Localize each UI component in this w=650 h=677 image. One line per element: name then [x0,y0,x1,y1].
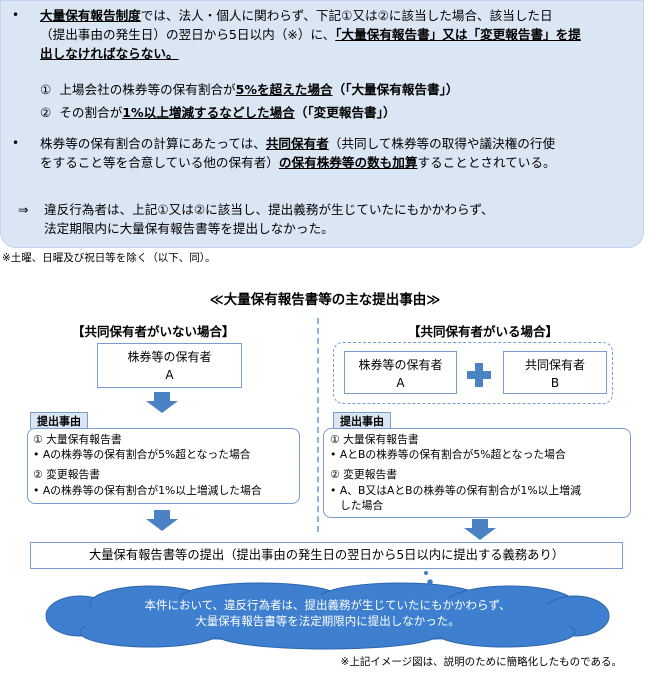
cloud-callout [45,582,610,650]
joint-holders-group [333,342,613,404]
reason-2-title: ② 変更報告書 [33,468,101,481]
holiday-note: ※土曜、日曜及び祝日等を除く（以下、同）。 [2,252,216,264]
down-arrow-icon [464,519,496,540]
footer-note: ※上記イメージ図は、説明のために簡略化したものである。 [340,656,622,668]
reason-2-title: ② 変更報告書 [330,468,398,481]
reason-1-title: ① 大量保有報告書 [330,433,419,446]
divider-line [317,318,319,532]
cloud-text: 本件において、違反行為者は、提出義務が生じていたにもかかわらず、 大量保有報告書… [144,598,511,628]
reason-2-detail: • Aの株券等の保有割合が1%以上増減した場合 [33,484,262,497]
reason-1-title: ① 大量保有報告書 [33,433,122,446]
reason-box-left [27,428,300,504]
summary-panel [0,0,644,248]
reason-tab: 提出事由 [333,412,391,429]
violation-text: 違反行為者は、上記①又は②に該当し、提出義務が生じていたにもかかわらず、 法定期… [44,202,494,236]
submission-box: 大量保有報告書等の提出（提出事由の発生日の翌日から5日以内に提出する義務あり） [30,542,623,569]
implication-arrow: ⇒ [18,202,29,217]
reason-1-detail: • AとBの株券等の保有割合が5%超となった場合 [330,448,566,461]
down-arrow-icon [146,510,178,531]
plus-icon [467,363,491,387]
bullet-marker: • [12,8,20,22]
reason-1-detail: • Aの株券等の保有割合が5%超となった場合 [33,448,251,461]
reason-2-detail-cont: した場合 [340,499,384,512]
diagram-title: ≪大量保有報告書等の主な提出事由≫ [209,292,441,308]
reason-2-detail: • A、B又はAとBの株券等の保有割合が1%以上増減 [330,484,581,497]
bullet1-text: 大量保有報告制度では、法人・個人に関わらず、下記①又は②に該当した場合、該当した… [40,8,581,61]
bullet2-text: 株券等の保有割合の計算にあたっては、共同保有者（共同して株券等の取得や議決権の行… [40,136,556,170]
condition-item-2: ② その割合が1%以上増減するなどした場合（「変更報告書」） [40,105,396,120]
reason-box-right [323,428,631,518]
down-arrow-icon [146,392,178,413]
condition-item-1: ① 上場会社の株券等の保有割合が5%を超えた場合（「大量保有報告書」） [40,82,459,97]
right-header: 【共同保有者がいる場合】 [408,324,559,339]
bullet-marker: • [12,136,20,150]
left-header: 【共同保有者がいない場合】 [72,324,235,339]
reason-tab: 提出事由 [30,412,88,429]
